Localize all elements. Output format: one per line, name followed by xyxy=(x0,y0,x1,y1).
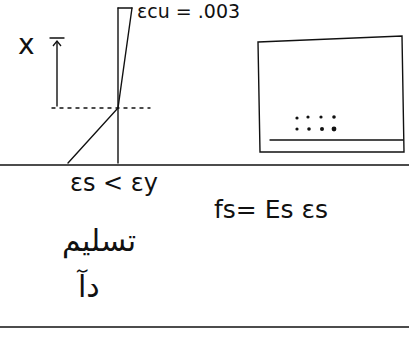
divider-line xyxy=(0,326,409,328)
label-slot: fs= Es εs xyxy=(214,196,328,224)
label-slot: تسلیم xyxy=(62,224,136,257)
sketch-label: دآ xyxy=(78,269,100,304)
strain-axis xyxy=(117,8,118,163)
label-slot: εs < εy xyxy=(70,170,158,196)
divider-line xyxy=(0,164,409,166)
sketch-label: εs < εy xyxy=(70,169,158,197)
neutral-axis xyxy=(52,107,150,108)
depth-arrow xyxy=(56,42,57,106)
strain-profile xyxy=(68,8,132,163)
depth-tick xyxy=(50,37,64,38)
sketch-label: x xyxy=(18,28,35,61)
label-slot: دآ xyxy=(78,270,100,303)
label-slot: x xyxy=(18,30,35,61)
sketch-label: εcu = .003 xyxy=(137,0,240,22)
sketch-label: تسلیم xyxy=(62,223,136,258)
cover-line xyxy=(270,139,403,140)
sketch-label: fs= Es εs xyxy=(214,195,328,224)
beam-section xyxy=(258,36,404,152)
rebar-dots xyxy=(295,115,336,131)
label-slot: εcu = .003 xyxy=(137,1,240,22)
strain-top xyxy=(118,7,132,8)
